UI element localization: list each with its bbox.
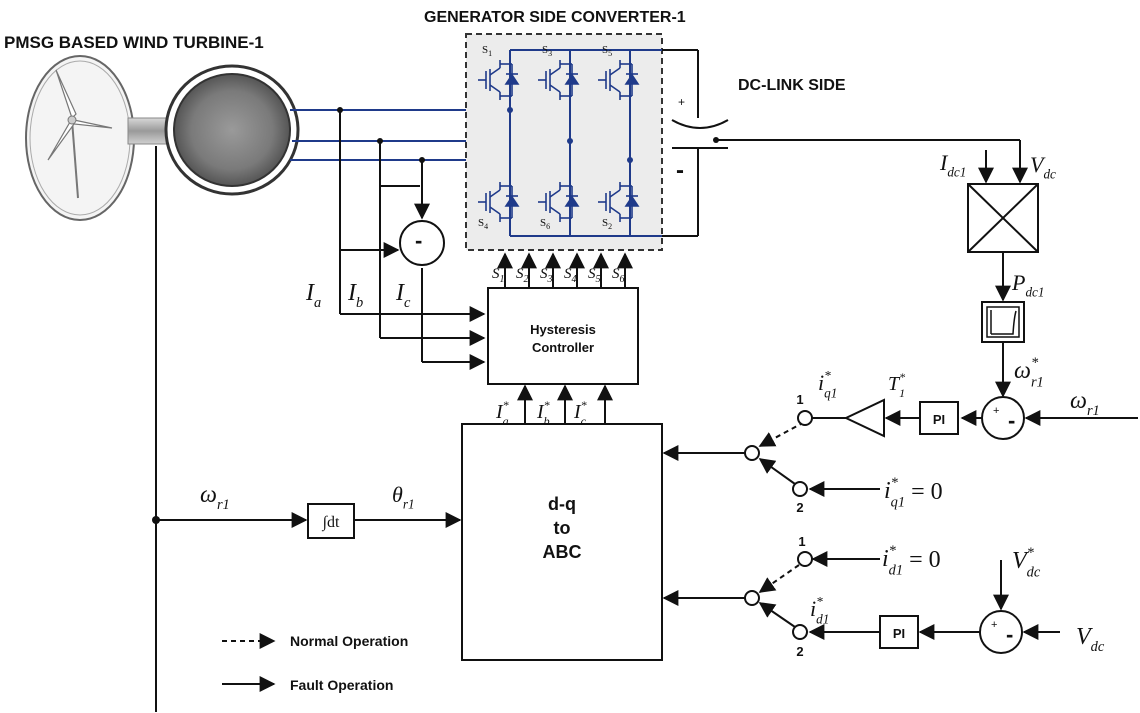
- switch-label-s6: S6: [540, 217, 550, 231]
- signal-wr1-left: ωr1: [200, 482, 230, 513]
- svg-text:+: +: [993, 405, 999, 417]
- switch-label-s2: S2: [602, 217, 612, 231]
- switch-label-s4: S4: [478, 217, 488, 231]
- svg-text:-: -: [1008, 408, 1015, 433]
- legend-fault-label: Fault Operation: [290, 677, 393, 693]
- pi-block-speed: [919, 401, 959, 435]
- generator-icon: [164, 64, 300, 196]
- cap-minus: -: [676, 157, 684, 184]
- switch-top-label-2: 2: [796, 500, 803, 515]
- dclink-title: DC-LINK SIDE: [738, 77, 846, 94]
- signal-theta-r1: θr1: [392, 482, 415, 512]
- switch-top-pos2: [792, 481, 808, 497]
- signal-vdc-bottom: Vdc: [1076, 624, 1105, 655]
- gate-label-4: S4: [564, 266, 577, 285]
- dq-to-abc-block: [461, 423, 663, 661]
- legend: Normal Operation Fault Operation: [222, 633, 408, 693]
- igbt-s3-icon: [538, 60, 580, 100]
- speed-sum-junction: + -: [981, 396, 1025, 440]
- signal-wr1-ref: ω*r1: [1014, 355, 1044, 390]
- svg-text:-: -: [415, 228, 422, 253]
- wind-turbine-icon: [25, 55, 135, 221]
- igbt-s5-icon: [598, 60, 640, 100]
- svg-text:PI: PI: [933, 412, 945, 427]
- dc-capacitor: + -: [662, 49, 1020, 237]
- signal-t1-ref: T*1: [888, 370, 905, 400]
- gate-label-6: S6: [612, 266, 625, 285]
- switch-label-s5: S5: [602, 44, 612, 58]
- hysteresis-controller-block: [487, 287, 639, 385]
- switch-bot-common: [744, 590, 760, 606]
- svg-text:PI: PI: [893, 626, 905, 641]
- igbt-s4-icon: [478, 182, 520, 222]
- svg-text:+: +: [991, 619, 997, 631]
- switch-top-pos1: [797, 410, 813, 426]
- igbt-s2-icon: [598, 182, 640, 222]
- switch-label-s3: S3: [542, 44, 552, 58]
- switch-top-common: [744, 445, 760, 461]
- switch-bot-pos1: [797, 551, 813, 567]
- signal-ib: Ib: [347, 280, 363, 311]
- signal-id1-ref: i*d1: [810, 594, 829, 627]
- gate-signal-arrows: [497, 252, 633, 288]
- voltage-sum-junction: + -: [979, 610, 1023, 654]
- igbt-switches: [478, 60, 640, 222]
- svg-text:Hysteresis: Hysteresis: [530, 322, 596, 337]
- signal-id1-zero: i*d1 = 0: [882, 543, 941, 578]
- svg-text:to: to: [554, 518, 571, 538]
- torque-gain-block: [843, 398, 885, 438]
- signal-wr1-right: ωr1: [1070, 388, 1100, 419]
- gate-label-2: S2: [516, 266, 529, 285]
- cap-plus: +: [678, 95, 685, 109]
- gate-label-3: S3: [540, 266, 553, 285]
- signal-ib-ref: I*b: [536, 398, 550, 428]
- svg-text:d-q: d-q: [548, 494, 576, 514]
- gate-label-5: S5: [588, 266, 601, 285]
- signal-ic: Ic: [395, 280, 411, 311]
- legend-normal-label: Normal Operation: [290, 633, 408, 649]
- converter-title: GENERATOR SIDE CONVERTER-1: [424, 9, 686, 26]
- signal-pdc1: Pdc1: [1011, 270, 1045, 300]
- igbt-s6-icon: [538, 182, 580, 222]
- turbine-title: PMSG BASED WIND TURBINE-1: [4, 33, 264, 52]
- igbt-s1-icon: [478, 60, 520, 100]
- gate-signal-labels: S1 S2 S3 S4 S5 S6: [492, 266, 625, 285]
- svg-text:Controller: Controller: [532, 340, 594, 355]
- signal-vdc-top: Vdc: [1030, 152, 1056, 182]
- switch-top-label-1: 1: [796, 392, 803, 407]
- current-sense-wiring: [337, 107, 486, 370]
- switch-bot-label-1: 1: [798, 534, 805, 549]
- gate-label-1: S1: [492, 266, 505, 285]
- integrator-block: [307, 503, 355, 539]
- svg-text:∫dt: ∫dt: [322, 514, 340, 532]
- pi-block-voltage: [879, 615, 919, 649]
- signal-iq1-ref: i*q1: [818, 368, 837, 401]
- svg-text:-: -: [1006, 622, 1013, 647]
- signal-idc1: Idc1: [939, 150, 966, 180]
- svg-text:ABC: ABC: [543, 542, 582, 562]
- signal-iq1-zero: i*q1 = 0: [884, 475, 943, 510]
- signal-ia: Ia: [305, 280, 321, 311]
- switch-bot-label-2: 2: [796, 644, 803, 659]
- signal-vdc-ref: V*dc: [1012, 545, 1041, 580]
- signal-ic-ref: I*c: [573, 398, 587, 428]
- switch-label-s1: S1: [482, 44, 492, 58]
- switch-bot-pos2: [792, 624, 808, 640]
- current-diff-junction: -: [399, 220, 445, 266]
- signal-ia-ref: I*a: [495, 398, 509, 428]
